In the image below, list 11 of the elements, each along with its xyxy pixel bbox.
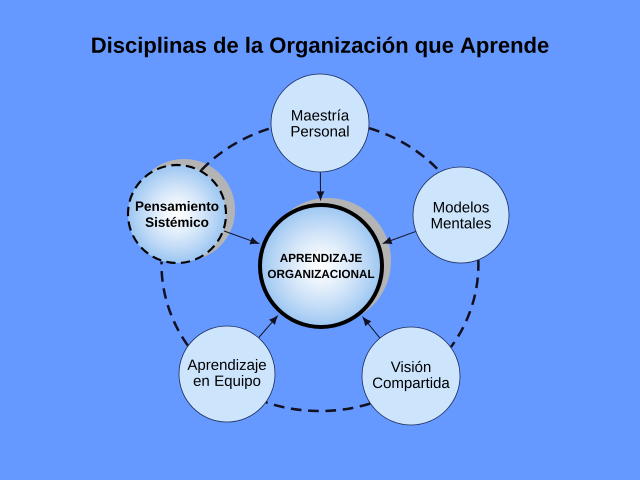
- dashed-arc: [160, 262, 189, 346]
- dashed-arc: [266, 401, 370, 412]
- arrow: [224, 230, 259, 244]
- arrow: [383, 231, 416, 244]
- arrow: [316, 172, 324, 200]
- arrow: [362, 317, 380, 338]
- dashed-arc: [368, 126, 441, 172]
- dashed-arc: [200, 126, 272, 172]
- title: Disciplinas de la Organización que Aprende: [92, 36, 548, 58]
- arrow: [258, 316, 278, 338]
- dashed-arc: [450, 260, 480, 348]
